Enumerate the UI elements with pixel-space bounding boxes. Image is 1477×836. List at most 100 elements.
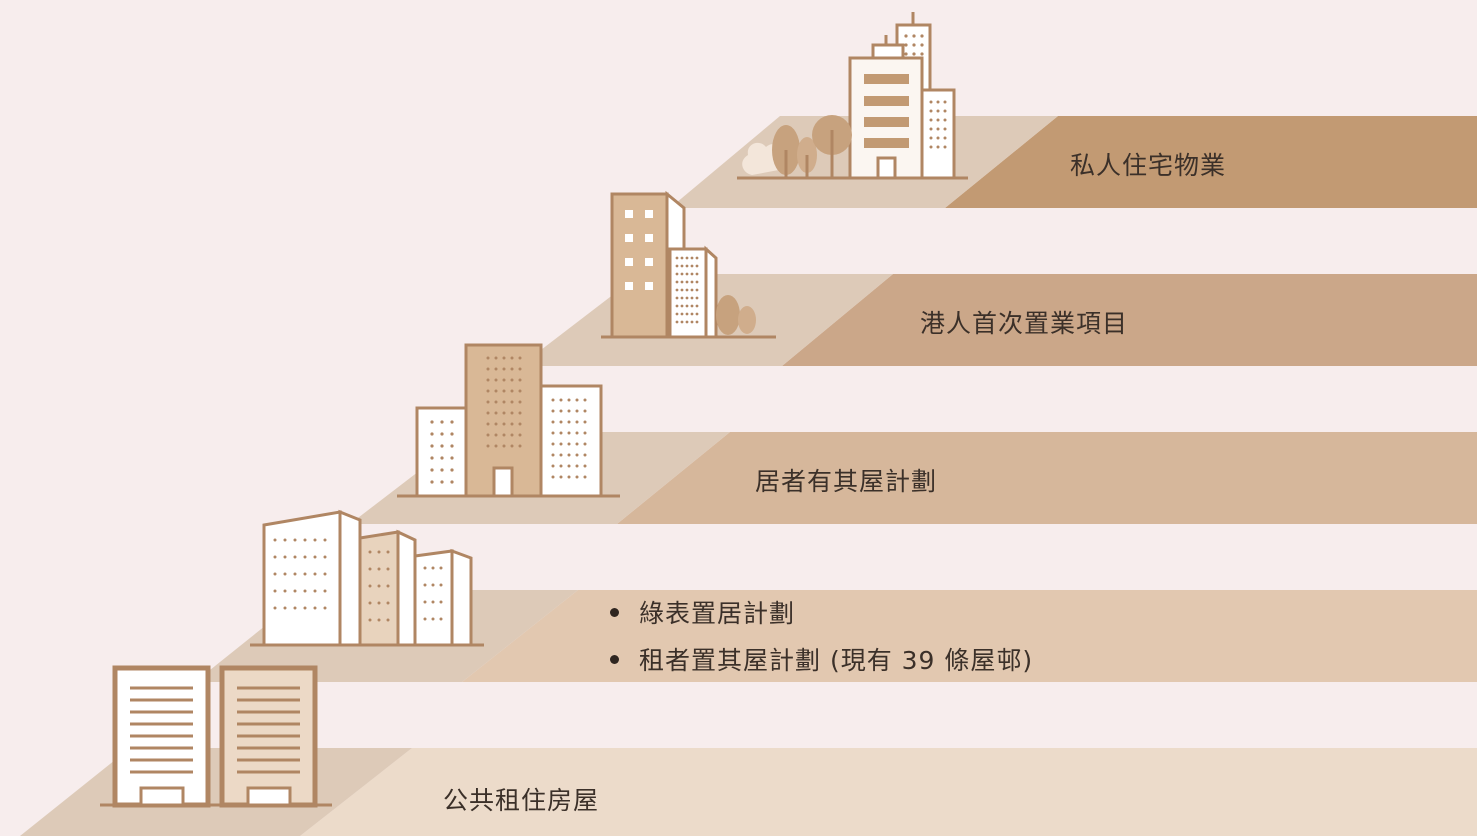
window-dot — [690, 312, 694, 316]
window-dot — [575, 453, 579, 457]
window-dot — [510, 378, 514, 382]
window-dot — [575, 409, 579, 413]
window-dot — [323, 606, 327, 610]
window-dot — [675, 296, 679, 300]
window-dot — [920, 34, 924, 38]
window-dot — [431, 617, 435, 621]
window-dot — [583, 442, 587, 446]
window-dot — [423, 583, 427, 587]
window-dot — [583, 409, 587, 413]
window-dot — [912, 43, 916, 47]
window-dot — [510, 356, 514, 360]
window-dot — [377, 618, 381, 622]
window-dot — [680, 320, 684, 324]
window-dot — [912, 34, 916, 38]
window-dot — [440, 420, 444, 424]
window-dot — [685, 288, 689, 292]
window-dot — [518, 356, 522, 360]
window-dot — [551, 409, 555, 413]
window-dot — [440, 480, 444, 484]
window-dots — [273, 34, 947, 622]
window-dot — [377, 584, 381, 588]
window-dot — [494, 367, 498, 371]
window-dot — [303, 572, 307, 576]
window-dot — [502, 378, 506, 382]
window-dot — [518, 367, 522, 371]
window-dot — [494, 433, 498, 437]
window-dot — [685, 272, 689, 276]
window-dot — [450, 456, 454, 460]
window-dot — [518, 400, 522, 404]
window-dot — [494, 356, 498, 360]
window-dot — [450, 444, 454, 448]
window-dot — [575, 431, 579, 435]
tier-1-band — [945, 116, 1477, 208]
window-dot — [303, 538, 307, 542]
window-dot — [494, 444, 498, 448]
window-dot — [293, 606, 297, 610]
window-dot — [551, 398, 555, 402]
twin-tower-icon — [601, 190, 776, 339]
window-dot — [695, 312, 699, 316]
window-dot — [323, 589, 327, 593]
window-dot — [486, 389, 490, 393]
window-dot — [695, 256, 699, 260]
window-dot — [936, 127, 940, 131]
window-dot — [567, 409, 571, 413]
window-dot — [551, 453, 555, 457]
window-dot — [685, 280, 689, 284]
window-dot — [486, 422, 490, 426]
tier-2-band — [782, 274, 1477, 366]
window-dot — [303, 589, 307, 593]
window-dot — [450, 432, 454, 436]
window-dot — [936, 109, 940, 113]
window-dot — [685, 264, 689, 268]
window-dot — [929, 145, 933, 149]
window-dot — [386, 618, 390, 622]
window-dot — [486, 444, 490, 448]
window-dot — [486, 433, 490, 437]
window-dot — [567, 398, 571, 402]
window-dot — [518, 411, 522, 415]
window-dot — [559, 453, 563, 457]
window-dot — [929, 127, 933, 131]
window-dot — [936, 100, 940, 104]
window-dot — [430, 432, 434, 436]
window-dot — [423, 600, 427, 604]
window-dot — [936, 145, 940, 149]
window-dot — [430, 456, 434, 460]
window-dot — [929, 118, 933, 122]
window-dot — [695, 272, 699, 276]
window-dot — [313, 555, 317, 559]
window-dot — [690, 288, 694, 292]
window-dot — [680, 312, 684, 316]
window-dot — [283, 589, 287, 593]
window-dot — [680, 304, 684, 308]
window-dot — [680, 272, 684, 276]
city-skyline-icon — [737, 12, 968, 180]
window-dot — [518, 444, 522, 448]
window-dot — [313, 572, 317, 576]
tier-1-label: 私人住宅物業 — [1070, 151, 1227, 180]
window-dot — [502, 422, 506, 426]
window-dot — [510, 444, 514, 448]
window-dot — [430, 420, 434, 424]
window-dot — [929, 136, 933, 140]
window-dot — [575, 398, 579, 402]
window-dot — [904, 52, 908, 56]
tier-5-label: 公共租住房屋 — [443, 786, 600, 815]
window-dot — [450, 420, 454, 424]
window-dot — [912, 52, 916, 56]
window-dot — [559, 442, 563, 446]
window-dot — [559, 420, 563, 424]
window-dot — [283, 606, 287, 610]
window-dot — [377, 567, 381, 571]
window-dot — [943, 136, 947, 140]
window-dot — [502, 367, 506, 371]
window-dot — [439, 566, 443, 570]
window-dot — [695, 296, 699, 300]
window-dot — [685, 256, 689, 260]
window-dot — [273, 555, 277, 559]
window-dot — [293, 538, 297, 542]
window-dot — [680, 280, 684, 284]
